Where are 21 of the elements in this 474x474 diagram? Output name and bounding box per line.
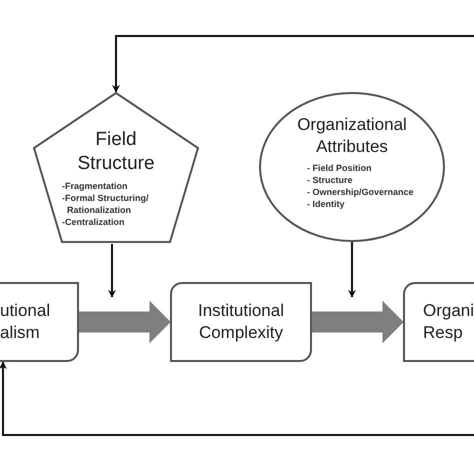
list-item: - Ownership/Governance: [307, 186, 415, 198]
list-item: -Fragmentation: [62, 180, 129, 192]
list-item: -Formal Structuring/ Rationalization: [62, 192, 150, 216]
arrow: [112, 35, 474, 93]
process-box: [0, 282, 79, 362]
shape-title: Organizational Attributes: [296, 114, 408, 158]
list-item: - Field Position: [307, 162, 372, 174]
list-item: -Centralization: [62, 216, 126, 228]
arrow: [0, 361, 474, 436]
box-label: Institutional Complexity: [197, 300, 285, 344]
process-box: [403, 282, 474, 362]
list-item: - Structure: [307, 174, 354, 186]
shape-title: Field Structure: [76, 128, 156, 176]
list-item: - Identity: [307, 198, 346, 210]
arrow: [348, 242, 356, 298]
arrow: [108, 244, 116, 298]
process-box: [170, 282, 312, 362]
box-label: utional alism: [0, 300, 52, 344]
block-arrow: [78, 300, 171, 344]
box-label: Organi Resp: [423, 300, 473, 344]
block-arrow: [312, 300, 404, 344]
